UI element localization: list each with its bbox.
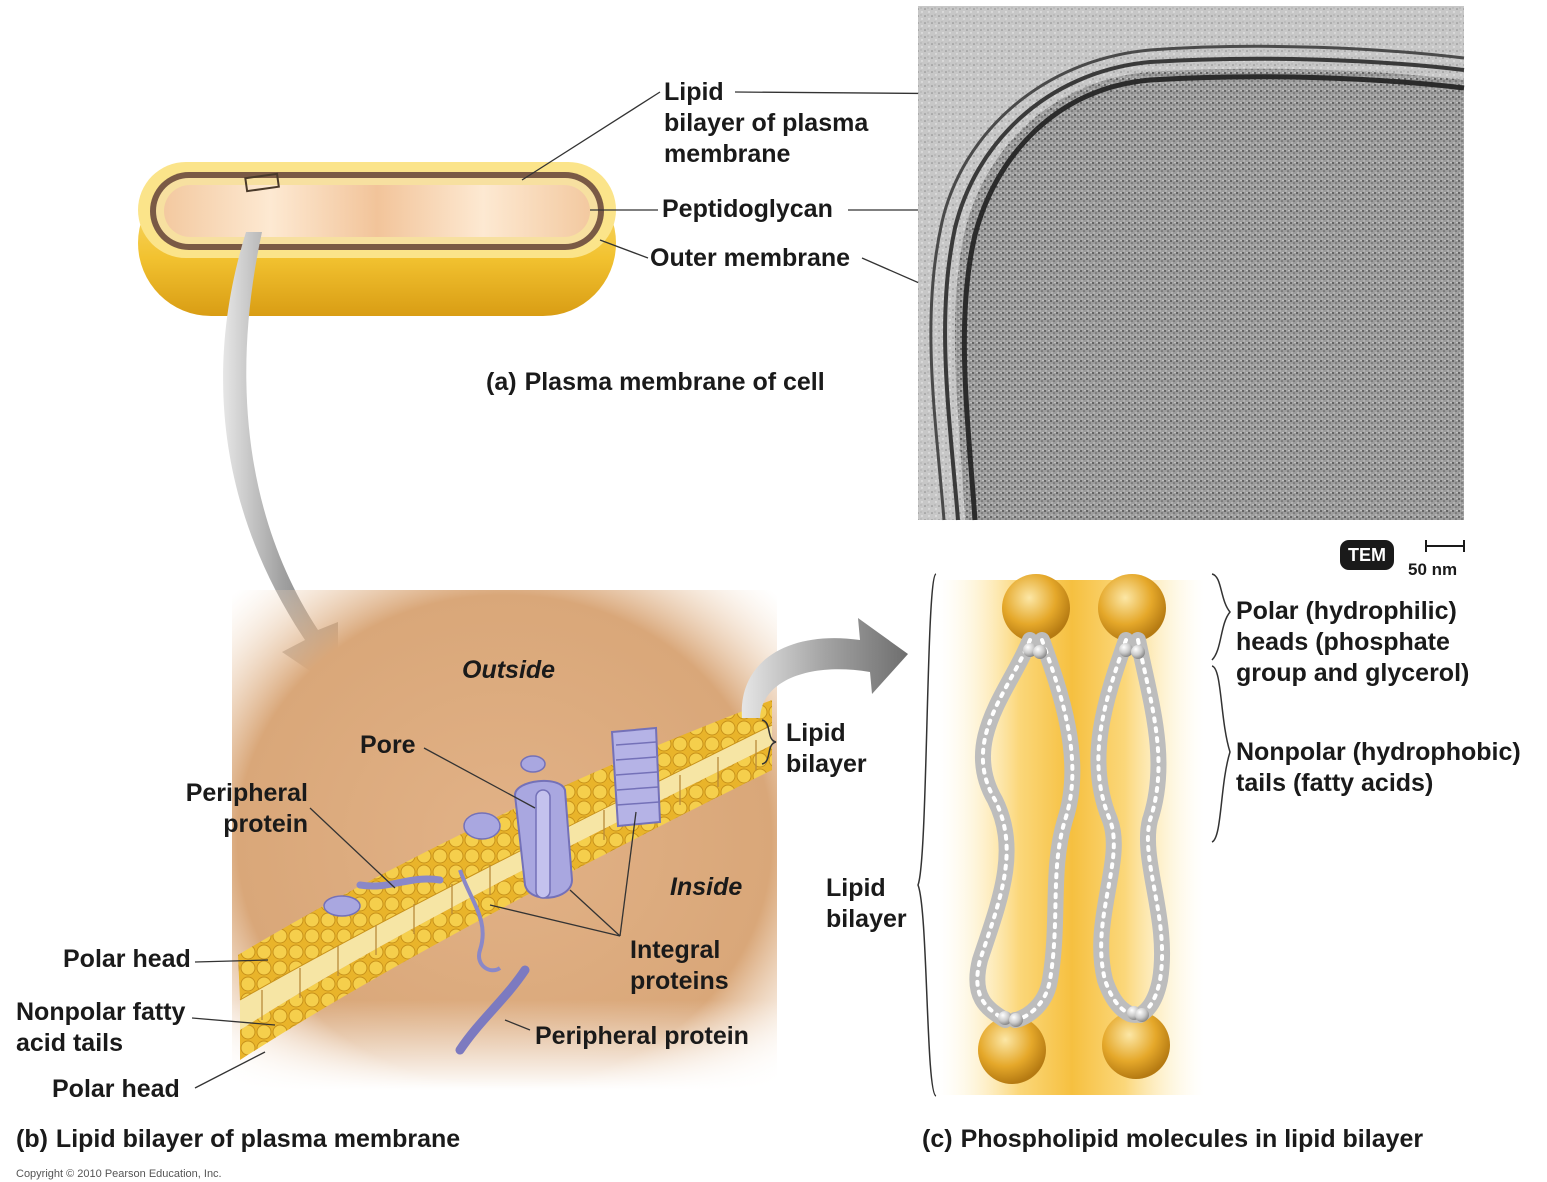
label-inside: Inside [670, 872, 742, 903]
label-nonpolar-tails-line1: Nonpolar fatty [16, 997, 185, 1028]
brace-lipid-bilayer-c [918, 574, 936, 1096]
cell-illustration [138, 162, 616, 316]
caption-a-tag: (a) [486, 368, 517, 396]
caption-c-text: Phospholipid molecules in lipid bilayer [961, 1125, 1424, 1153]
label-integral-proteins-line2: proteins [630, 966, 729, 997]
label-nonpolar-fatty-acid-tails: Nonpolar fatty acid tails [16, 997, 185, 1059]
label-lipid-bilayer-b-line1: Lipid [786, 718, 867, 749]
label-lipid-bilayer-line2: bilayer of plasma [664, 108, 868, 139]
caption-b-text: Lipid bilayer of plasma membrane [56, 1125, 460, 1153]
caption-b: (b) Lipid bilayer of plasma membrane [16, 1125, 460, 1154]
label-lipid-bilayer-b-line2: bilayer [786, 749, 867, 780]
label-peripheral-protein-top: Peripheral protein [176, 778, 308, 840]
label-pore: Pore [360, 730, 416, 761]
label-integral-proteins: Integral proteins [630, 935, 729, 997]
label-nonpolar-hydrophobic-line1: Nonpolar (hydrophobic) [1236, 737, 1521, 768]
label-peripheral-protein-top-line2: protein [176, 809, 308, 840]
label-polar-heads-line2: heads (phosphate [1236, 627, 1469, 658]
label-lipid-bilayer-c: Lipid bilayer [826, 873, 907, 935]
label-polar-head-top: Polar head [63, 944, 191, 975]
label-lipid-bilayer-b: Lipid bilayer [786, 718, 867, 780]
label-peripheral-protein-top-line1: Peripheral [176, 778, 308, 809]
label-nonpolar-hydrophobic-tails: Nonpolar (hydrophobic) tails (fatty acid… [1236, 737, 1521, 799]
label-outer-membrane: Outer membrane [650, 243, 850, 274]
label-peripheral-protein-bottom: Peripheral protein [535, 1021, 749, 1052]
scale-label: 50 nm [1408, 560, 1457, 580]
label-lipid-bilayer-plasma-membrane: Lipid bilayer of plasma membrane [664, 77, 868, 170]
caption-c: (c) Phospholipid molecules in lipid bilay… [922, 1125, 1423, 1154]
caption-b-tag: (b) [16, 1125, 48, 1153]
tem-badge: TEM [1340, 540, 1394, 570]
label-polar-hydrophilic-heads: Polar (hydrophilic) heads (phosphate gro… [1236, 596, 1469, 689]
caption-c-tag: (c) [922, 1125, 953, 1153]
brace-nonpolar-tails [1212, 666, 1230, 842]
phospholipid-molecules [940, 574, 1204, 1095]
caption-a-text: Plasma membrane of cell [525, 368, 825, 396]
copyright-notice: Copyright © 2010 Pearson Education, Inc. [16, 1168, 222, 1180]
brace-polar-heads [1212, 574, 1230, 660]
scale-bar [1426, 540, 1464, 552]
label-lipid-bilayer-c-line2: bilayer [826, 904, 907, 935]
label-lipid-bilayer-line1: Lipid [664, 77, 868, 108]
label-outside: Outside [462, 655, 555, 686]
label-lipid-bilayer-line3: membrane [664, 139, 868, 170]
label-polar-heads-line1: Polar (hydrophilic) [1236, 596, 1469, 627]
label-nonpolar-tails-line2: acid tails [16, 1028, 185, 1059]
label-polar-heads-line3: group and glycerol) [1236, 658, 1469, 689]
label-peptidoglycan: Peptidoglycan [662, 194, 833, 225]
label-integral-proteins-line1: Integral [630, 935, 729, 966]
label-nonpolar-hydrophobic-line2: tails (fatty acids) [1236, 768, 1521, 799]
tem-micrograph [918, 6, 1464, 520]
caption-a: (a) Plasma membrane of cell [486, 368, 825, 397]
label-polar-head-bottom: Polar head [52, 1074, 180, 1105]
label-lipid-bilayer-c-line1: Lipid [826, 873, 907, 904]
